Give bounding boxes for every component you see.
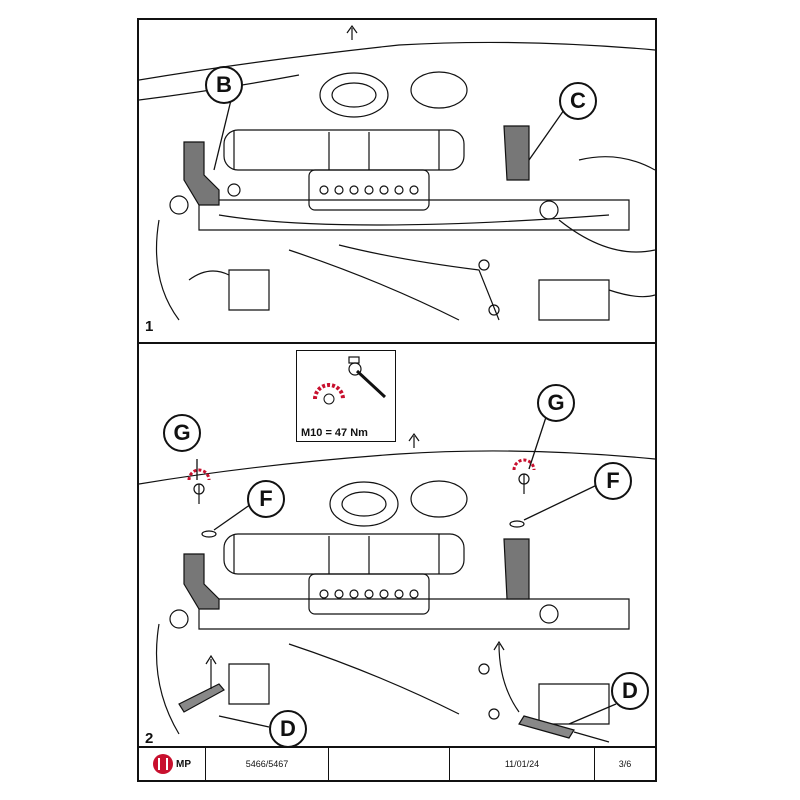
brand-cell: MP [139, 748, 206, 780]
brand-text: MP [176, 758, 191, 770]
torque-inset: M10 = 47 Nm [296, 350, 396, 442]
panel-number: 1 [145, 318, 154, 335]
instruction-sheet: B C 1 [137, 18, 657, 782]
callout-f-left: F [247, 480, 285, 518]
blank-cell [329, 748, 450, 780]
callout-d-right: D [611, 672, 649, 710]
part-numbers: 5466/5467 [206, 748, 329, 780]
panel-number: 2 [145, 730, 154, 747]
panel-1-drawing [139, 24, 655, 321]
brand-logo-icon [153, 754, 173, 774]
wrench-icon [313, 356, 387, 405]
date: 11/01/24 [450, 748, 595, 780]
callout-c: C [559, 82, 597, 120]
callout-g-right: G [537, 384, 575, 422]
panel-2-drawing [139, 413, 655, 743]
panel-1: B C 1 [139, 20, 655, 344]
callout-g-left: G [163, 414, 201, 452]
page-number: 3/6 [618, 759, 632, 769]
brand-logo: MP [153, 754, 191, 774]
callout-b: B [205, 66, 243, 104]
panel-2: G G F F D D 2 [139, 344, 655, 750]
callout-d-left: D [269, 710, 307, 748]
callout-f-right: F [594, 462, 632, 500]
torque-spec: M10 = 47 Nm [301, 427, 368, 439]
title-block: MP 5466/5467 11/01/24 3/6 [139, 746, 655, 780]
